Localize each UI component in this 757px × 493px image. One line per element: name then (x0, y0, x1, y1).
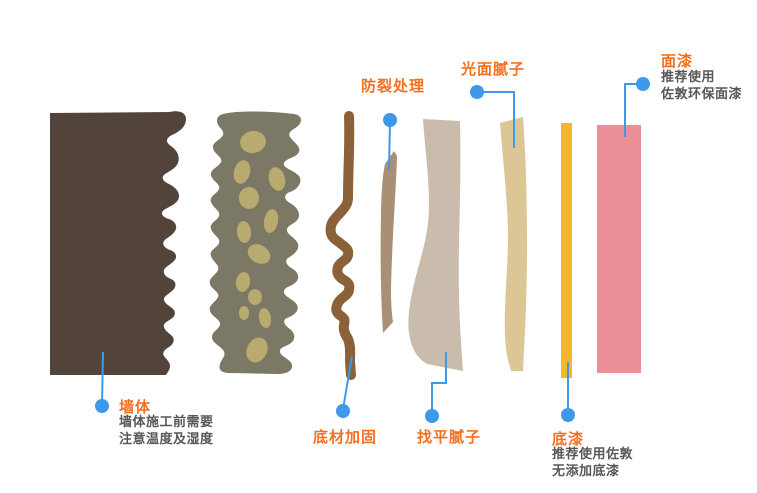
primer-description: 推荐使用佐敦 无添加底漆 (552, 447, 634, 479)
wall-label: 墙体 (119, 398, 152, 416)
reinforce-connector-line (342, 355, 353, 410)
primer-connector-dot (561, 408, 575, 422)
crack-layer-label: 防裂处理 (361, 77, 426, 95)
primer-bar (561, 123, 572, 378)
smooth-connector-line (477, 91, 515, 148)
wall-layer-shape (50, 111, 186, 375)
reinforce-label: 底材加固 (313, 428, 378, 446)
primer-label: 底漆 (552, 430, 585, 448)
concrete-layer-shape (209, 111, 302, 374)
leveling-connector-line (431, 352, 447, 414)
connector-dots (95, 77, 650, 423)
topcoat-connector-dot (636, 77, 650, 91)
concrete-aggregate-spots (233, 130, 286, 363)
reinforcement-stroke (325, 111, 356, 380)
wall-connector-dot (95, 399, 109, 413)
crack-layer-shape (380, 151, 397, 333)
wall-connector-line (101, 351, 104, 405)
smooth-putty-label: 光面腻子 (461, 60, 526, 78)
topcoat-bar (597, 125, 641, 373)
reinforce-connector-dot (336, 404, 350, 418)
smooth-putty-shape (500, 117, 527, 371)
leveling-putty-shape (408, 119, 463, 371)
smooth-connector-dot (470, 85, 484, 99)
topcoat-label: 面漆 (661, 52, 694, 70)
crack-connector-line (388, 121, 391, 171)
crack-connector-dot (383, 113, 397, 127)
topcoat-description: 推荐使用 佐敦环保面漆 (661, 70, 743, 102)
leveling-connector-dot (425, 409, 439, 423)
leveling-putty-label: 找平腻子 (417, 428, 482, 446)
wall-description: 墙体施工前需要 注意温度及湿度 (119, 415, 214, 447)
